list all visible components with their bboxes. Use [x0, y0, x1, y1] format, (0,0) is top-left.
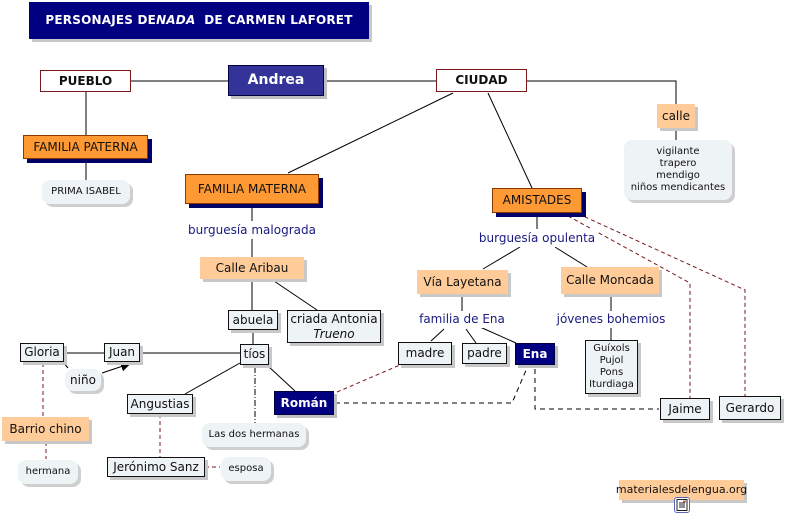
node-ena[interactable]: Ena [515, 343, 555, 365]
link-tios-roman [267, 365, 296, 392]
node-calle-moncada[interactable]: Calle Moncada [561, 267, 659, 294]
link-burguesia-layetana [482, 246, 521, 270]
link-burguesia-moncada [554, 246, 588, 268]
node-gerardo[interactable]: Gerardo [719, 396, 781, 420]
link-ciudad-materna [287, 92, 454, 174]
node-las-dos-hermanas[interactable]: Las dos hermanas [202, 423, 306, 447]
node-angustias[interactable]: Angustias [127, 394, 193, 414]
node-calle-aribau[interactable]: Calle Aribau [200, 257, 304, 279]
node-ciudad[interactable]: CIUDAD [436, 69, 527, 92]
node-gloria[interactable]: Gloria [20, 343, 64, 362]
node-nino[interactable]: niño [65, 369, 101, 391]
node-prima-isabel[interactable]: PRIMA ISABEL [42, 180, 130, 204]
link-amistades-gerardo [571, 210, 746, 396]
link-ciudad-amistades [487, 92, 533, 189]
node-tios[interactable]: tíos [240, 344, 269, 365]
link-roman-madre [336, 364, 401, 393]
node-criada-antonia[interactable]: criada Antonia Trueno [287, 310, 381, 343]
link-familia-ena [479, 326, 517, 344]
node-bohemios-list[interactable]: Guíxols Pujol Pons Iturdiaga [585, 340, 638, 394]
bohemio-guixols: Guíxols [593, 343, 630, 354]
person-mendigo: mendigo [656, 170, 700, 181]
label-burguesia-opulenta: burguesía opulenta [476, 229, 598, 247]
node-hermana[interactable]: hermana [18, 460, 78, 484]
node-madre[interactable]: madre [398, 342, 452, 365]
node-abuela[interactable]: abuela [228, 310, 278, 330]
bohemio-iturdiaga: Iturdiaga [589, 379, 634, 390]
person-trapero: trapero [659, 158, 697, 169]
node-via-layetana[interactable]: Vía Layetana [417, 270, 508, 294]
bohemio-pujol: Pujol [599, 355, 624, 366]
node-esposa[interactable]: esposa [221, 457, 271, 481]
website-link[interactable]: materialesdelengua.org [616, 480, 747, 500]
node-jeronimo-sanz[interactable]: Jerónimo Sanz [107, 457, 205, 477]
link-familia-madre [430, 328, 445, 342]
node-barrio-chino[interactable]: Barrio chino [2, 417, 89, 441]
node-andrea[interactable]: Andrea [228, 65, 324, 96]
title-emphasis: NADA [156, 13, 196, 28]
node-familia-paterna[interactable]: FAMILIA PATERNA [23, 135, 148, 159]
link-gloria-nino [62, 361, 69, 369]
person-vigilante: vigilante [656, 146, 700, 157]
node-amistades[interactable]: AMISTADES [492, 188, 582, 213]
link-nino-juan [101, 361, 131, 374]
link-familia-padre [465, 328, 477, 344]
person-ninos-mendicantes: niños mendicantes [630, 182, 726, 193]
label-burguesia-malograda: burguesía malograda [186, 221, 318, 239]
document-glyph [676, 499, 688, 511]
label-familia-de-ena: familia de Ena [416, 311, 508, 328]
link-aribau-criada [273, 280, 318, 311]
node-familia-materna[interactable]: FAMILIA MATERNA [185, 174, 319, 204]
title-suffix: DE CARMEN LAFORET [195, 13, 353, 28]
diagram-title: PERSONAJES DE NADA DE CARMEN LAFORET [29, 2, 369, 39]
link-ena-jaime [534, 369, 659, 410]
node-pueblo[interactable]: PUEBLO [40, 70, 131, 92]
bohemio-pons: Pons [599, 367, 624, 378]
node-juan[interactable]: Juan [104, 343, 140, 362]
label-jovenes-bohemios: jóvenes bohemios [554, 311, 668, 328]
criada-name: criada Antonia [290, 312, 378, 327]
node-calle-people[interactable]: vigilante trapero mendigo niños mendican… [624, 140, 732, 200]
link-tios-angustias [184, 362, 241, 395]
node-roman[interactable]: Román [274, 391, 334, 415]
document-icon[interactable] [674, 497, 690, 513]
title-prefix: PERSONAJES DE [45, 13, 157, 28]
link-ciudad-calle [527, 80, 677, 104]
criada-dog: Trueno [313, 326, 355, 341]
link-roman-ena [335, 367, 528, 404]
node-jaime[interactable]: Jaime [660, 398, 710, 420]
node-calle[interactable]: calle [657, 104, 695, 128]
node-padre[interactable]: padre [462, 343, 507, 364]
